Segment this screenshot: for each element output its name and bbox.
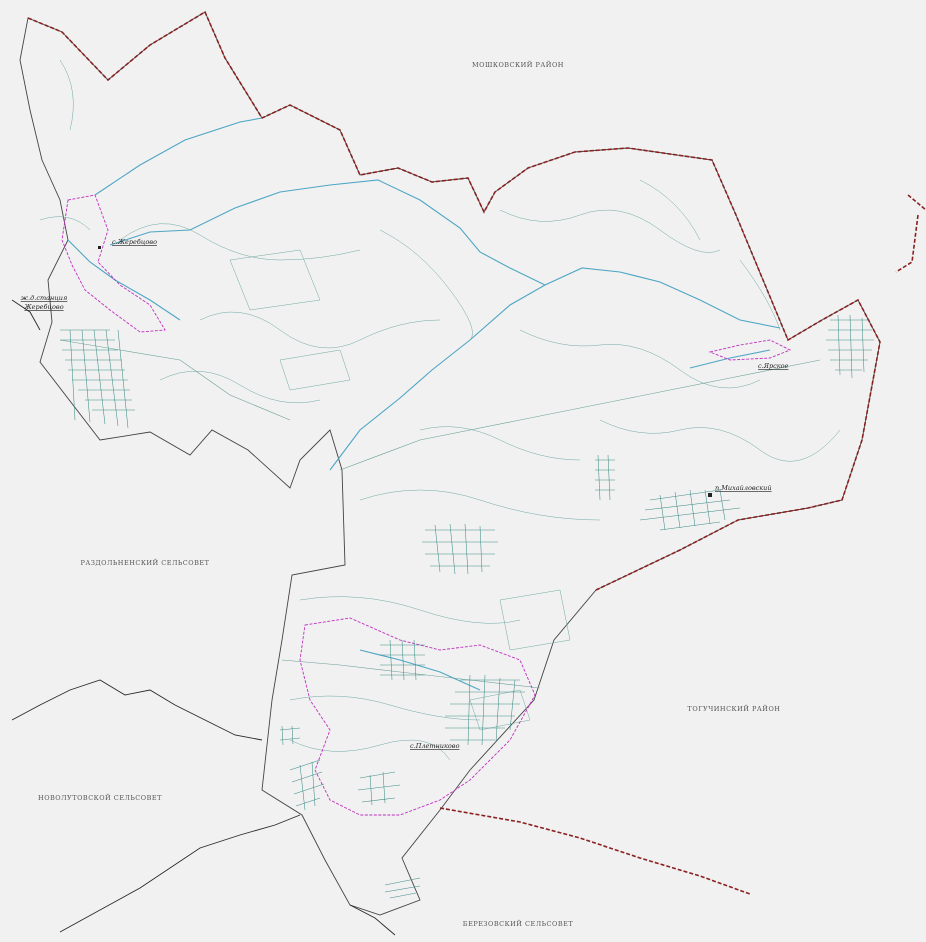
town-boundary-zherebtsovo <box>61 194 166 333</box>
settlement-marker-mikhailovsky <box>708 493 712 497</box>
label-novolutovskoy-council: НОВОЛУТОВСКОЙ СЕЛЬСОВЕТ <box>38 793 162 802</box>
town-grid-zherebtsovo <box>60 329 135 429</box>
label-yarskoe: с.Ярское <box>758 362 789 370</box>
town-grid-pletnikovo <box>279 639 525 899</box>
label-zherebtsovo: с.Жеребцово <box>112 238 157 246</box>
label-mikhailovsky: п.Михайловский <box>715 484 772 492</box>
outer-boundary-east <box>895 194 926 273</box>
admin-line-southwest <box>59 814 301 933</box>
admin-line-northwest <box>11 299 41 331</box>
admin-line-south <box>349 904 396 936</box>
town-boundary-pletnikovo <box>299 617 536 816</box>
river-north <box>109 179 546 286</box>
territory-polygon[interactable] <box>19 11 881 916</box>
railway <box>281 659 541 689</box>
road-diagonal <box>339 359 821 471</box>
label-pletnikovo: с.Плетниково <box>410 742 460 750</box>
settlement-marker-zherebtsovo <box>98 246 101 249</box>
town-boundary-yarskoe <box>708 339 792 361</box>
river-main <box>329 267 781 471</box>
label-moshkovsky-district: МОШКОВСКИЙ РАЙОН <box>472 60 564 69</box>
admin-line-west <box>11 679 263 741</box>
label-berezovsky-council: БЕРЕЗОВСКИЙ СЕЛЬСОВЕТ <box>463 919 574 928</box>
outer-boundary-north <box>27 10 881 591</box>
label-station-line2: Жеребцово <box>23 303 63 311</box>
road-west <box>59 339 291 421</box>
town-grid-center <box>422 454 615 575</box>
label-razdolnensky-council: РАЗДОЛЬНЕНСКИЙ СЕЛЬСОВЕТ <box>81 558 210 567</box>
label-station-line1: ж.д.станция <box>21 294 68 302</box>
river-northwest <box>94 117 263 196</box>
river-south <box>359 649 481 691</box>
river-tributary-east <box>689 349 771 369</box>
outer-boundary-southeast <box>439 807 751 895</box>
river-tributary-west <box>67 239 181 321</box>
contour-lines <box>39 59 841 761</box>
town-grid-mikhailovsky <box>639 489 741 531</box>
label-toguchinsky-district: ТОГУЧИНСКИЙ РАЙОН <box>688 704 781 713</box>
town-grid-east <box>826 314 874 379</box>
